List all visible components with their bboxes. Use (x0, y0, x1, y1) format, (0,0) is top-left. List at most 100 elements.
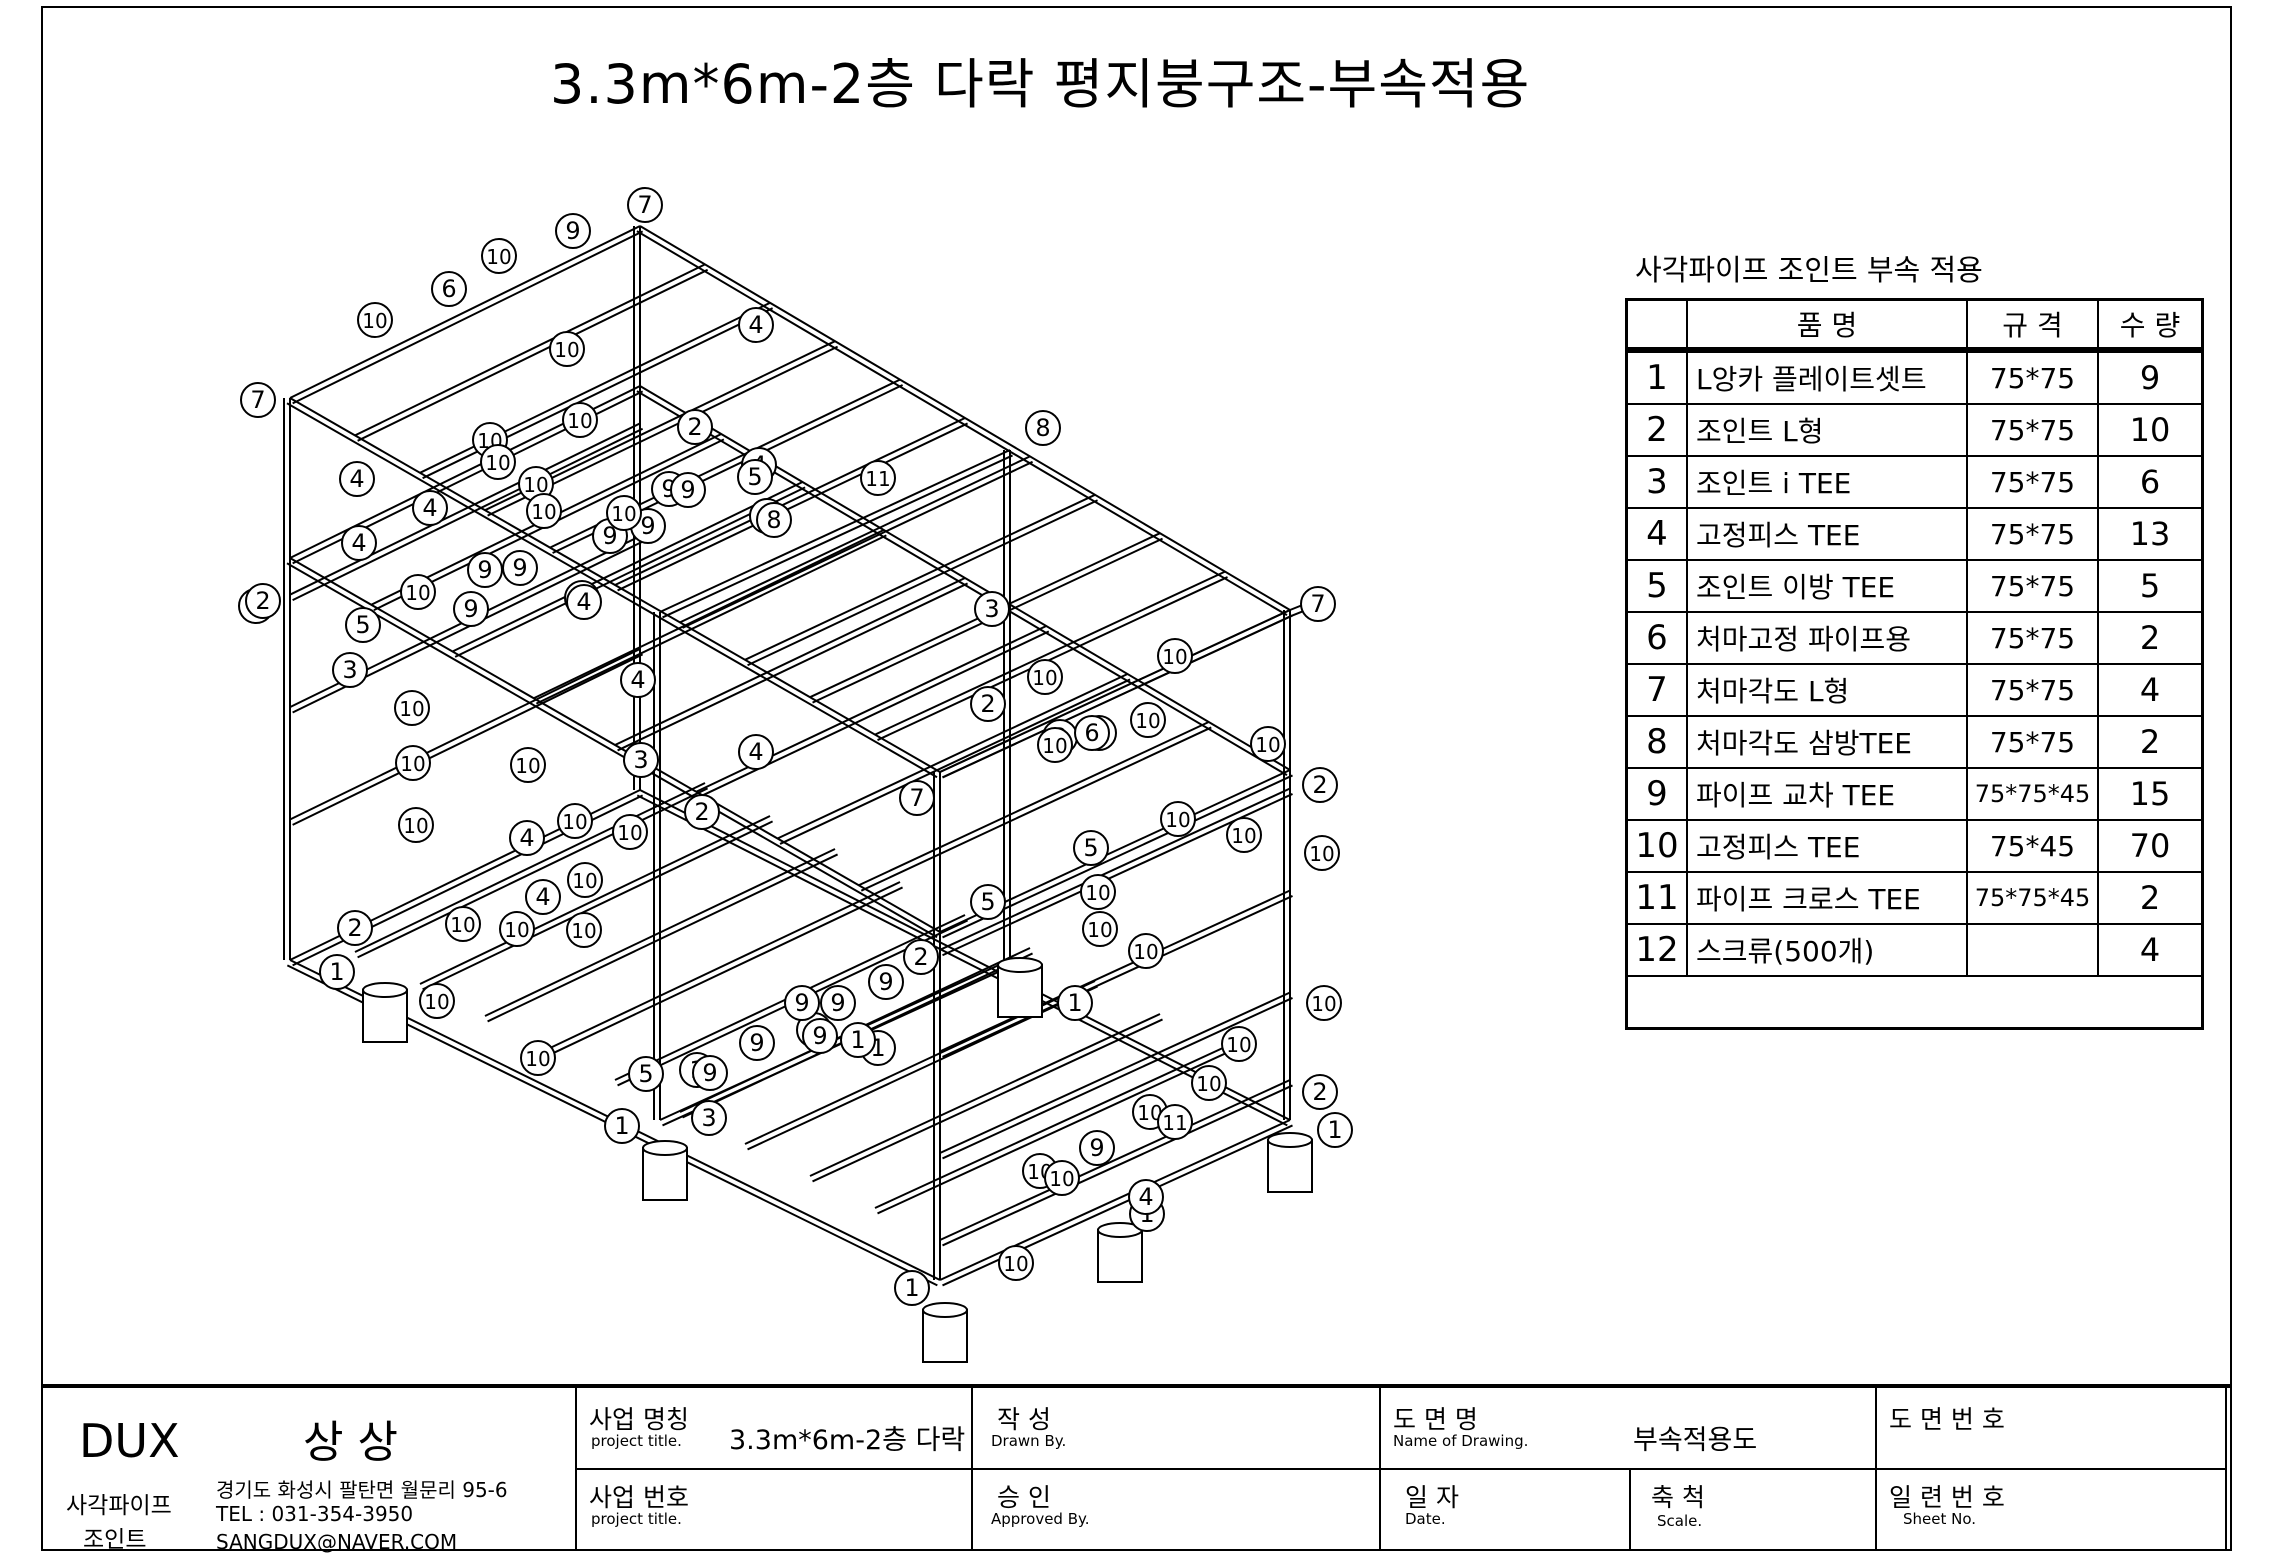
part-callout-number: 1 (329, 958, 344, 986)
parts-cell-qty: 6 (2097, 455, 2204, 509)
part-callout-number: 1 (850, 1026, 865, 1054)
company-address: 경기도 화성시 팔탄면 월문리 95-6 (216, 1478, 508, 1502)
roof-joist (939, 609, 1293, 779)
part-callout-number: 10 (1231, 824, 1256, 848)
part-callout-number: 10 (525, 1047, 550, 1071)
part-callout-bubble: 10 (481, 238, 517, 274)
part-callout-bubble: 10 (1221, 1026, 1257, 1062)
parts-cell-no: 8 (1625, 715, 1688, 769)
parts-cell-qty: 4 (2097, 663, 2204, 717)
part-callout-number: 3 (984, 595, 999, 623)
parts-cell-spec: 75*75 (1966, 507, 2099, 561)
part-callout-bubble: 5 (737, 459, 773, 495)
anchor-footing (922, 1302, 968, 1363)
part-callout-bubble: 2 (903, 939, 939, 975)
parts-cell-no: 5 (1625, 559, 1688, 613)
part-callout-bubble: 10 (394, 690, 430, 726)
part-callout-bubble: 10 (606, 495, 642, 531)
part-callout-number: 4 (1138, 1183, 1153, 1211)
parts-table-header: 품 명 규 격 수 량 (1625, 298, 2204, 353)
part-callout-bubble: 3 (623, 742, 659, 778)
parts-cell-name: 스크류(500개) (1686, 923, 1968, 977)
floor-joist (874, 1046, 1228, 1215)
part-callout-bubble: 3 (974, 591, 1010, 627)
part-callout-bubble: 10 (510, 747, 546, 783)
part-callout-bubble: 9 (784, 985, 820, 1021)
roof-beam (289, 225, 644, 405)
project-name-value: 3.3m*6m-2층 다락 (729, 1425, 966, 1456)
part-callout-bubble: 10 (499, 911, 535, 947)
part-callout-bubble: 7 (899, 780, 935, 816)
company-tel: TEL : 031-354-3950 (216, 1502, 414, 1526)
part-callout-bubble: 10 (1157, 638, 1193, 674)
parts-cell-spec: 75*45 (1966, 819, 2099, 873)
part-callout-number: 9 (749, 1029, 764, 1057)
part-callout-bubble: 4 (738, 734, 774, 770)
part-callout-bubble: 10 (1044, 1160, 1080, 1196)
company-name: 상 상 (303, 1417, 398, 1468)
parts-cell-no: 4 (1625, 507, 1688, 561)
part-callout-bubble: 10 (520, 1040, 556, 1076)
part-callout-number: 1 (1067, 989, 1082, 1017)
part-callout-number: 9 (512, 554, 527, 582)
part-callout-number: 9 (680, 476, 695, 504)
project-no-label: 사업 번호 (589, 1483, 689, 1512)
parts-cell-spec: 75*75*45 (1966, 871, 2099, 925)
part-callout-number: 1 (1327, 1116, 1342, 1144)
parts-cell-qty: 4 (2097, 923, 2204, 977)
parts-cell-name: 고정피스 TEE (1686, 507, 1968, 561)
part-callout-bubble: 4 (525, 879, 561, 915)
part-callout-bubble: 2 (1302, 1074, 1338, 1110)
part-callout-number: 10 (554, 338, 579, 362)
part-callout-bubble: 10 (1130, 702, 1166, 738)
parts-cell-qty: 2 (2097, 715, 2204, 769)
floor-joist (419, 815, 774, 991)
part-callout-number: 3 (633, 746, 648, 774)
part-callout-number: 10 (450, 913, 475, 937)
part-callout-number: 10 (1087, 918, 1112, 942)
parts-table-caption: 사각파이프 조인트 부속 적용 (1635, 253, 1983, 287)
part-callout-number: 10 (611, 502, 636, 526)
part-callout-bubble: 2 (1302, 767, 1338, 803)
part-callout-number: 3 (342, 656, 357, 684)
part-callout-number: 2 (347, 914, 362, 942)
part-callout-bubble: 9 (802, 1018, 838, 1054)
floor-joist (354, 782, 709, 959)
part-callout-number: 4 (576, 588, 591, 616)
part-callout-number: 10 (1309, 842, 1334, 866)
part-callout-bubble: 9 (868, 964, 904, 1000)
part-callout-number: 11 (865, 467, 890, 491)
part-callout-bubble: 11 (1157, 1104, 1193, 1140)
part-callout-number: 10 (1165, 808, 1190, 832)
parts-cell-qty: 9 (2097, 349, 2204, 405)
header-name: 품 명 (1686, 298, 1968, 353)
part-callout-number: 1 (904, 1274, 919, 1302)
part-callout-bubble: 3 (691, 1100, 727, 1136)
part-callout-bubble: 7 (627, 187, 663, 223)
part-callout-number: 9 (812, 1022, 827, 1050)
loft-beam (636, 385, 1291, 777)
part-callout-bubble: 10 (1304, 835, 1340, 871)
header-no (1625, 298, 1688, 353)
part-callout-bubble: 1 (604, 1108, 640, 1144)
sheet-no-label: 일 련 번 호 (1889, 1483, 2005, 1512)
part-callout-number: 7 (637, 191, 652, 219)
part-callout-number: 4 (748, 738, 763, 766)
part-callout-number: 10 (362, 309, 387, 333)
parts-cell-empty (1967, 976, 2098, 1029)
parts-cell-no: 7 (1625, 663, 1688, 717)
part-callout-bubble: 9 (1079, 1130, 1115, 1166)
parts-cell-name: 고정피스 TEE (1686, 819, 1968, 873)
part-callout-bubble: 4 (620, 662, 656, 698)
part-callout-number: 10 (617, 821, 642, 845)
anchor-footing (362, 982, 408, 1043)
part-callout-bubble: 10 (1037, 727, 1073, 763)
part-callout-bubble: 2 (970, 686, 1006, 722)
part-callout-number: 10 (1135, 709, 1160, 733)
part-callout-number: 9 (1089, 1134, 1104, 1162)
parts-cell-no: 3 (1625, 455, 1688, 509)
